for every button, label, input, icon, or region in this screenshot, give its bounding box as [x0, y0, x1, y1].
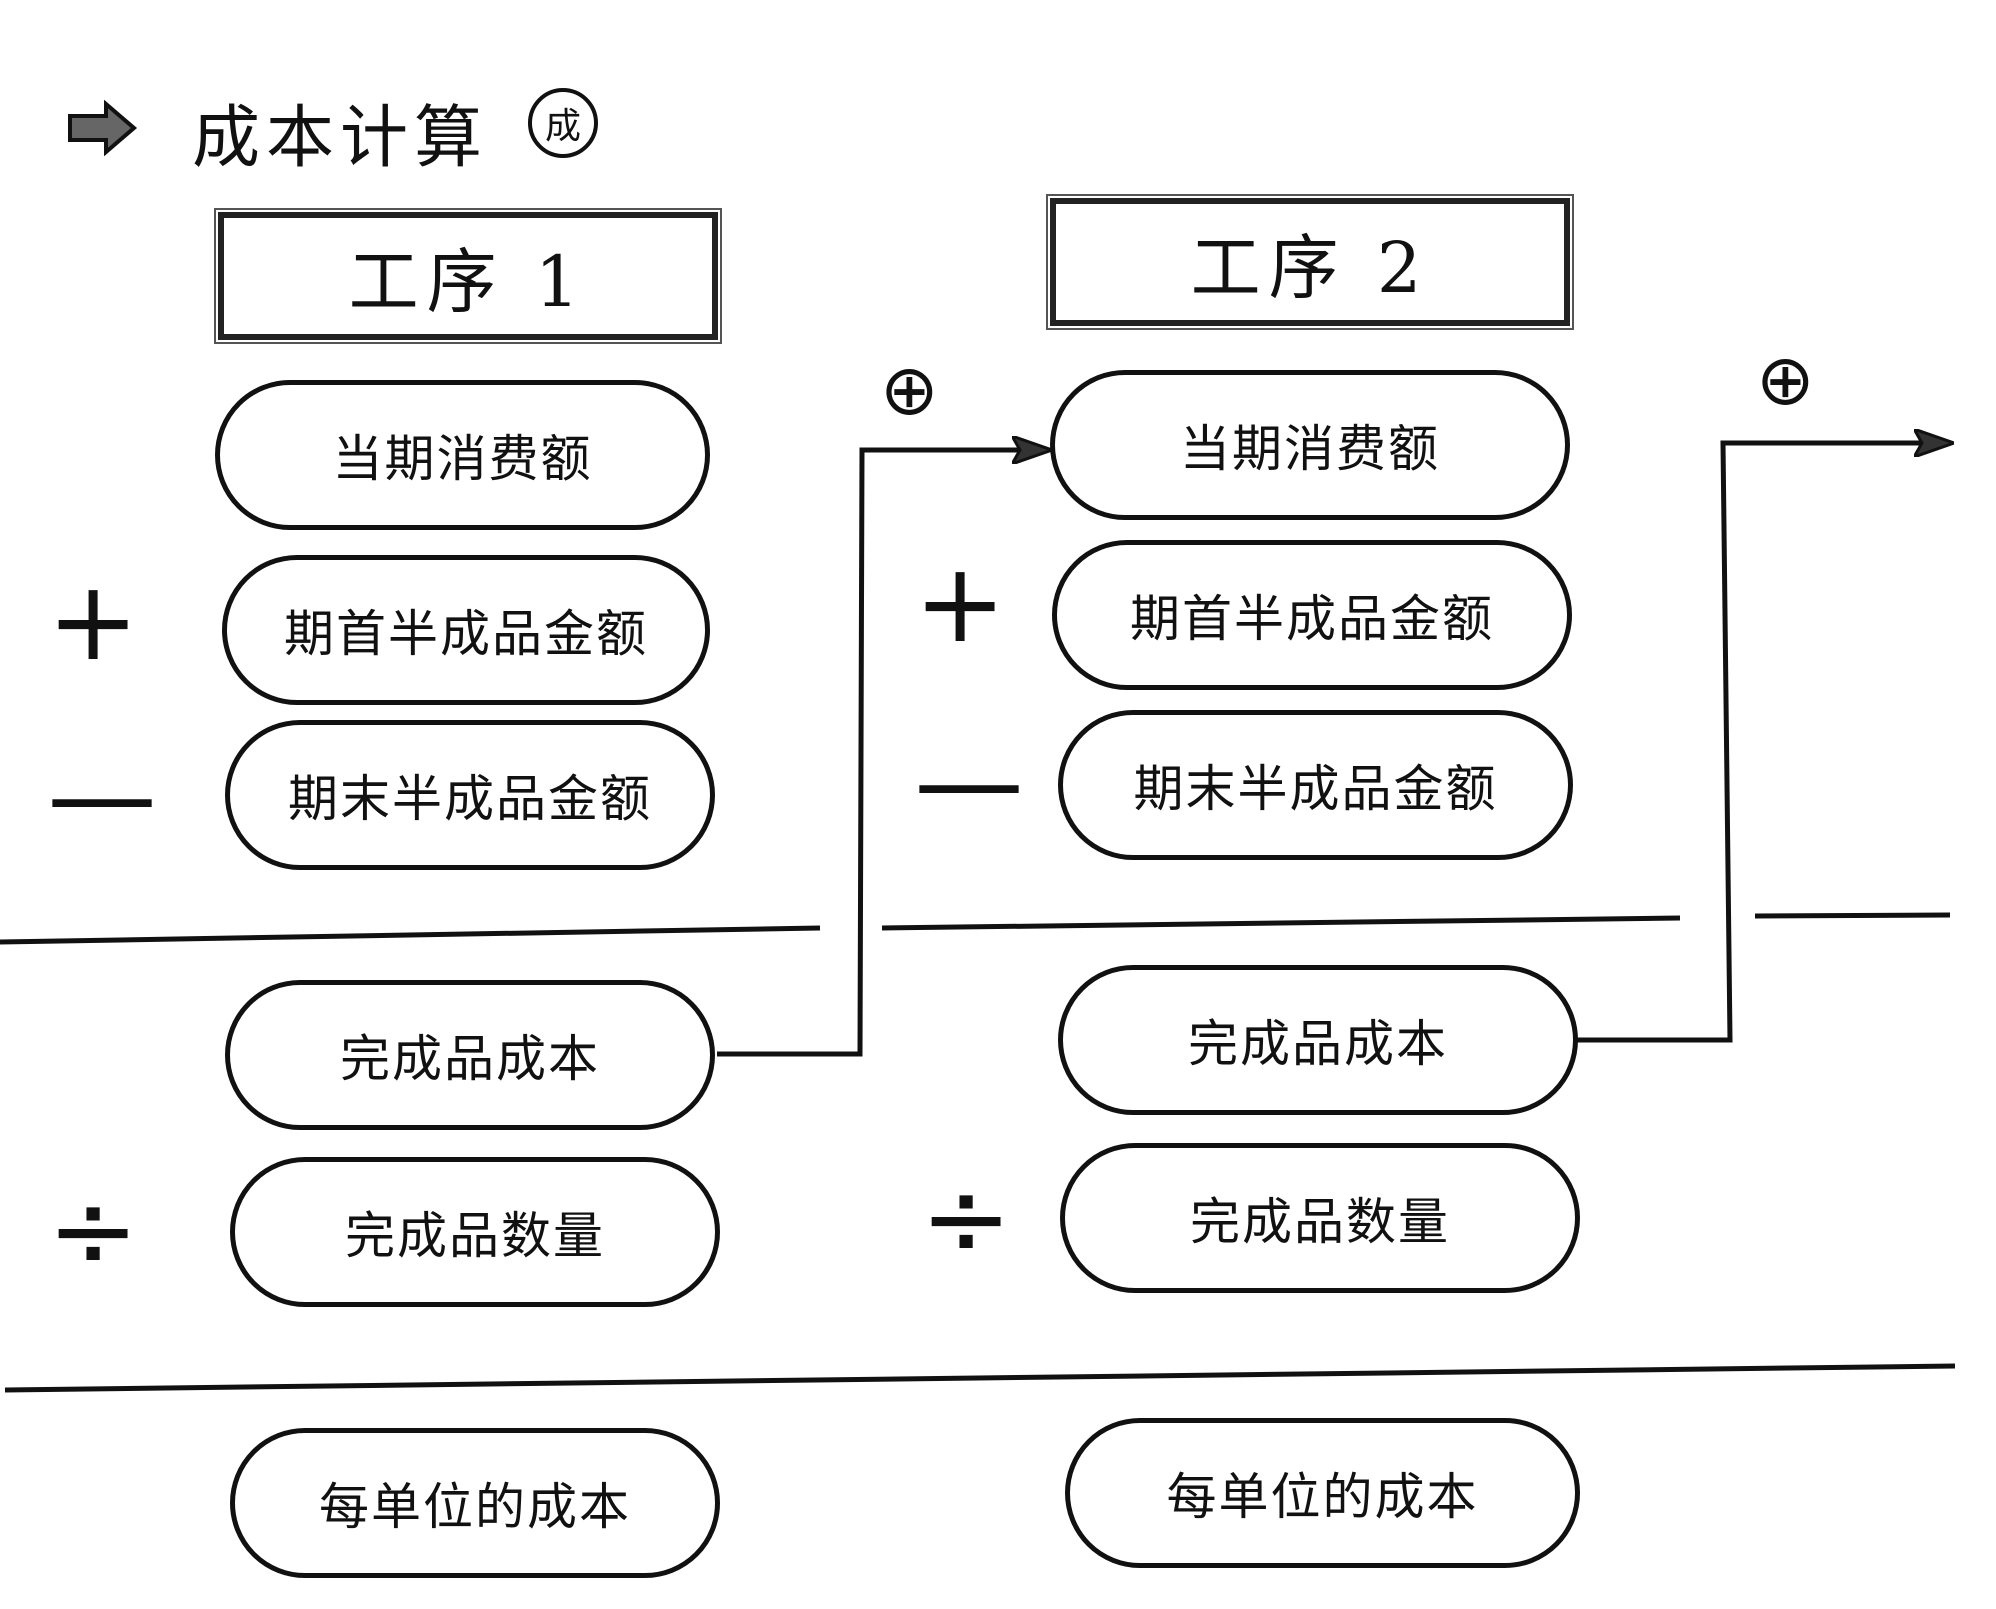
pill-label: 每单位的成本 — [1166, 1468, 1479, 1526]
divider-line — [1754, 912, 1951, 919]
pill-label: 完成品数量 — [345, 1207, 605, 1265]
process1-opening-wip: 期首半成品金额 — [222, 555, 710, 705]
divider-line — [4, 1363, 1956, 1393]
process2-title-label: 工序 2 — [1190, 226, 1430, 309]
minus-operator: — — [914, 717, 1024, 845]
process2-finished-quantity: 完成品数量 — [1060, 1143, 1580, 1293]
process1-title-label: 工序 1 — [348, 240, 588, 323]
page-title: 成本计算 — [192, 99, 489, 178]
pill-label: 当期消费额 — [332, 430, 593, 488]
process2-current-consumption: 当期消费额 — [1050, 370, 1570, 520]
transfer-plus-icon: ⊕ — [1756, 339, 1815, 421]
process1-current-consumption: 当期消费额 — [215, 380, 710, 530]
process2-title: 工序 2 — [1046, 194, 1574, 330]
process1-unit-cost: 每单位的成本 — [230, 1428, 720, 1578]
process2-opening-wip: 期首半成品金额 — [1052, 540, 1572, 690]
transfer-plus-icon: ⊕ — [880, 349, 939, 431]
divide-operator: ÷ — [47, 1166, 140, 1294]
process2-closing-wip: 期末半成品金额 — [1058, 710, 1573, 860]
process1-finished-quantity: 完成品数量 — [230, 1157, 720, 1307]
process1-finished-cost: 完成品成本 — [225, 980, 715, 1130]
pill-label: 完成品成本 — [1188, 1015, 1448, 1073]
title-badge: 成 — [528, 88, 598, 158]
divide-operator: ÷ — [920, 1154, 1013, 1282]
pill-label: 每单位的成本 — [319, 1478, 631, 1536]
transfer-arrow — [717, 450, 1048, 1057]
pill-label: 完成品成本 — [340, 1030, 600, 1088]
pill-label: 期末半成品金额 — [1133, 760, 1498, 818]
pill-label: 完成品数量 — [1190, 1193, 1450, 1251]
divider-line — [0, 925, 821, 945]
process1-closing-wip: 期末半成品金额 — [225, 720, 715, 870]
plus-operator: + — [914, 539, 1007, 667]
pill-label: 当期消费额 — [1180, 420, 1440, 478]
pill-label: 期首半成品金额 — [284, 605, 648, 663]
minus-operator: — — [47, 731, 157, 859]
pill-label: 期末半成品金额 — [288, 770, 652, 828]
arrow-right-icon — [68, 100, 138, 156]
process2-unit-cost: 每单位的成本 — [1065, 1418, 1580, 1568]
process2-finished-cost: 完成品成本 — [1058, 965, 1578, 1115]
title-badge-label: 成 — [544, 106, 581, 147]
plus-operator: + — [47, 557, 140, 685]
pill-label: 期首半成品金额 — [1130, 590, 1494, 648]
process1-title: 工序 1 — [214, 208, 722, 344]
divider-line — [881, 915, 1681, 931]
transfer-arrow — [1577, 443, 1950, 1043]
